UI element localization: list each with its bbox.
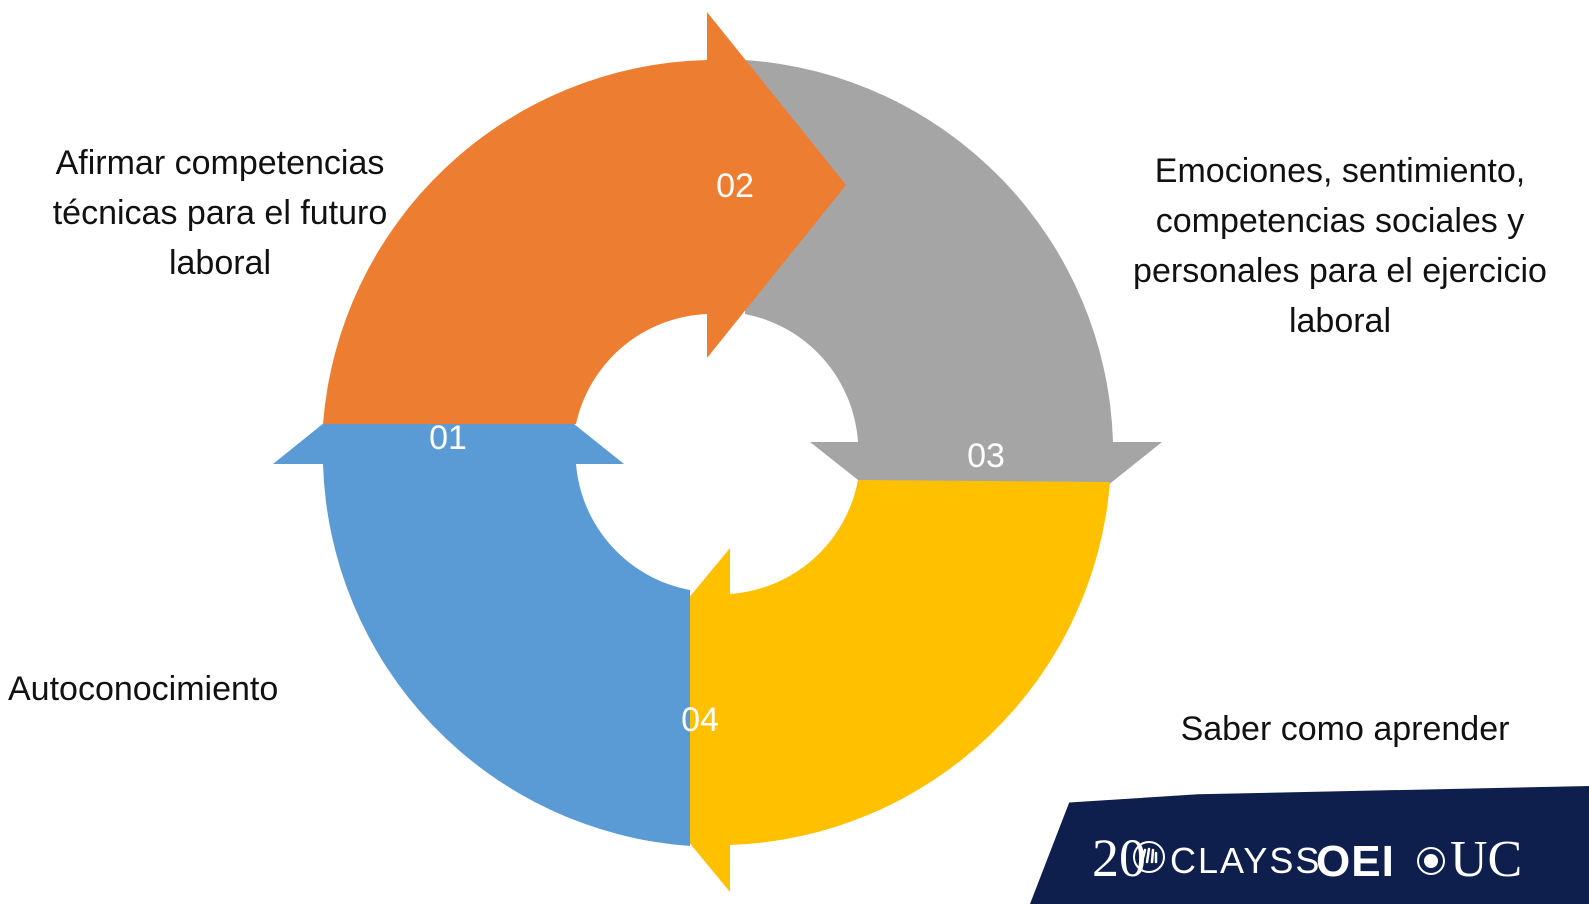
step-label-02-line-1: Afirmar competencias — [55, 144, 385, 182]
step-label-02: Afirmar competencias técnicas para el fu… — [20, 138, 420, 288]
partner-logos-band: 20 CLAYSS OEI UC — [1030, 786, 1589, 904]
step-number-01: 01 — [429, 419, 467, 457]
seal-icon — [1417, 847, 1445, 875]
step-label-03-line-3: personales para el ejercicio — [1133, 252, 1547, 290]
step-label-04-line-1: Saber como aprender — [1180, 710, 1510, 748]
segment-04-arrow — [588, 480, 1110, 892]
step-label-03-line-1: Emociones, sentimiento, — [1154, 152, 1526, 190]
step-label-02-line-3: laboral — [168, 244, 272, 282]
step-label-01: Autoconocimiento — [0, 664, 338, 714]
step-label-01-line-1: Autoconocimiento — [8, 670, 279, 708]
clayss-logo: CLAYSS — [1170, 840, 1322, 881]
segment-01-arrow — [273, 323, 690, 846]
anniversary-logo: 20 — [1092, 828, 1146, 888]
segment-02-arrow — [323, 12, 846, 424]
step-label-04: Saber como aprender — [1150, 704, 1540, 754]
uc-logo: UC — [1450, 831, 1523, 888]
step-label-03-line-2: competencias sociales y — [1155, 202, 1525, 240]
step-number-02: 02 — [716, 167, 754, 205]
step-number-04: 04 — [681, 701, 719, 739]
step-label-03: Emociones, sentimiento, competencias soc… — [1105, 146, 1575, 346]
step-number-03: 03 — [967, 437, 1005, 475]
step-label-02-line-2: técnicas para el futuro — [52, 194, 388, 232]
oei-logo: OEI — [1316, 837, 1395, 886]
segment-03-arrow — [745, 60, 1162, 582]
hands-icon — [1133, 841, 1165, 873]
step-label-03-line-4: laboral — [1288, 302, 1392, 340]
